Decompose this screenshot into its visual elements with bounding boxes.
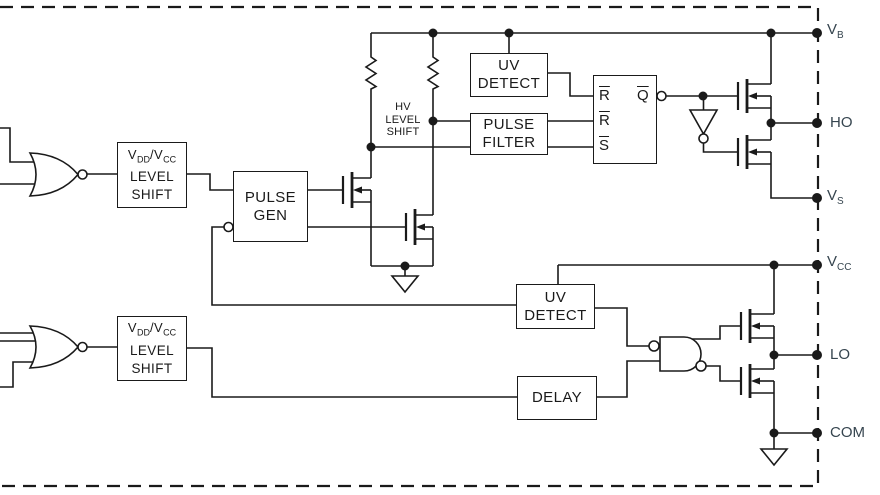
mosfet-hv-reset (404, 209, 434, 245)
mosfet-ho-pullup (736, 79, 772, 113)
pin-label-vs: VS (827, 187, 844, 207)
block-pulse-filter: PULSE FILTER (470, 113, 548, 155)
block-level-shift-low: VDD/VCC LEVEL SHIFT (117, 316, 187, 381)
pin-label-vb: VB (827, 21, 844, 41)
hin-input-wire (0, 127, 35, 163)
hv-level-shift-label: HV LEVEL SHIFT (385, 101, 421, 138)
lin-input-wire-3 (0, 361, 34, 388)
mosfet-ho-pulldown (736, 135, 772, 169)
mosfet-hv-set (341, 172, 372, 208)
pin-label-vcc: VCC (827, 253, 852, 273)
latch-r2-label: R (599, 112, 610, 129)
latch-s-label: S (599, 137, 610, 154)
latch-output-bubble (656, 90, 667, 102)
resistor-left-icon (364, 33, 378, 178)
block-uv-detect-low: UV DETECT (516, 284, 595, 329)
block-delay: DELAY (517, 376, 597, 420)
ic-boundary-dashed (0, 5, 820, 488)
block-pulse-gen: PULSE GEN (233, 171, 308, 242)
ground-icon-low (759, 433, 789, 467)
not-gate-icon (688, 96, 738, 153)
wire-uvdetect-to-andgate (595, 307, 649, 347)
mosfet-lo-pulldown (739, 364, 775, 398)
block-level-shift-low-line1: VDD/VCC (127, 320, 177, 338)
wire-gate-to-lo-pulldown (706, 365, 741, 382)
latch-r1-label: R (599, 87, 610, 104)
pin-label-lo: LO (830, 346, 851, 363)
junction-dots (366, 28, 779, 438)
resistor-right-icon (426, 33, 440, 215)
nor-gate-high-side (28, 152, 88, 197)
block-level-shift-high-line1: VDD/VCC (127, 146, 177, 165)
block-level-shift-high: VDD/VCC LEVEL SHIFT (117, 142, 187, 208)
wire-to-vs-pin (770, 164, 817, 199)
nor-gate-low-side (28, 325, 88, 369)
wire-uvdetect-to-pulsegen (211, 226, 516, 306)
wire-gate-to-lo-pullup (692, 325, 741, 340)
pin-label-com: COM (830, 424, 865, 441)
pin-label-ho: HO (830, 114, 853, 131)
pin-dots (812, 28, 822, 438)
latch-q-label: Q (637, 87, 649, 104)
wire-levelshift-to-pulsegen (187, 173, 233, 191)
wire-uvdetect-to-latch (548, 72, 593, 97)
wire-delay-to-andgate (597, 360, 660, 398)
wire-levelshift-to-delay (187, 347, 517, 398)
mosfet-lo-pullup (739, 309, 775, 343)
pulsegen-inverting-input-bubble (223, 221, 234, 233)
block-uv-detect-high: UV DETECT (470, 53, 548, 97)
block-sr-latch (593, 75, 657, 164)
and-gate-low-driver (648, 336, 707, 372)
